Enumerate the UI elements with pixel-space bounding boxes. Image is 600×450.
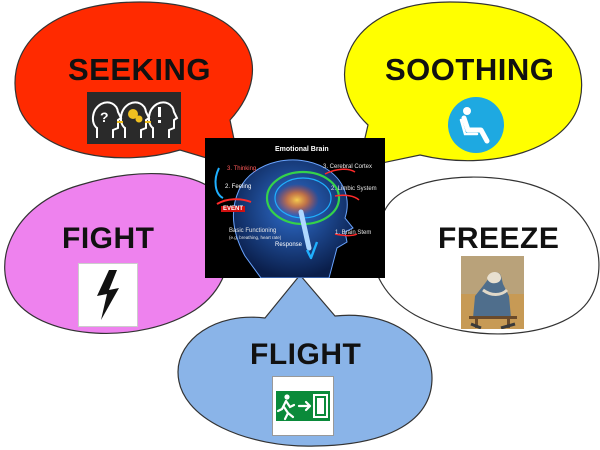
seeking-bubble-shape bbox=[14, 1, 254, 169]
flight-label: FLIGHT bbox=[250, 338, 362, 371]
soothing-label: SOOTHING bbox=[385, 52, 555, 87]
flight-bubble bbox=[177, 274, 433, 447]
fight-label: FIGHT bbox=[62, 222, 155, 255]
seeking-bubble bbox=[14, 1, 254, 169]
brain-label-cortex: 3. Cerebral Cortex bbox=[323, 164, 373, 170]
brain-label-event: EVENT bbox=[221, 206, 246, 212]
soothing-bubble-shape bbox=[344, 1, 583, 169]
brain-label-basic: Basic Functioning bbox=[229, 228, 277, 234]
brain-label-stem: 1. Brain Stem bbox=[335, 230, 372, 236]
fight-bubble-shape bbox=[4, 172, 252, 334]
brain-label-thinking: 3. Thinking bbox=[227, 166, 257, 172]
brain-label-basic-sub: (e.g. breathing, heart rate) bbox=[229, 235, 282, 240]
reclining-person-icon bbox=[447, 96, 505, 154]
freeze-bubble-shape bbox=[353, 176, 600, 335]
freeze-label: FREEZE bbox=[438, 222, 560, 255]
brain-label-feeling: 2. Feeling bbox=[225, 184, 252, 190]
flight-bubble-shape bbox=[177, 274, 433, 447]
soothing-bubble bbox=[344, 1, 583, 169]
emotional-brain-image: Emotional Brain 3. Thinking 2. Feeling E… bbox=[205, 138, 385, 278]
sitting-old-man-icon bbox=[461, 256, 524, 330]
brain-title: Emotional Brain bbox=[275, 146, 329, 153]
brain-label-response: Response bbox=[275, 242, 303, 248]
freeze-bubble bbox=[353, 176, 600, 335]
thinking-heads-icon: ? bbox=[87, 92, 181, 144]
seeking-label: SEEKING bbox=[68, 52, 212, 87]
svg-text:?: ? bbox=[100, 109, 109, 125]
fight-bubble bbox=[4, 172, 252, 334]
brain-label-limbic: 2. Limbic System bbox=[331, 186, 377, 192]
lightning-bolt-icon bbox=[78, 263, 138, 327]
exit-sign-icon bbox=[272, 376, 334, 436]
